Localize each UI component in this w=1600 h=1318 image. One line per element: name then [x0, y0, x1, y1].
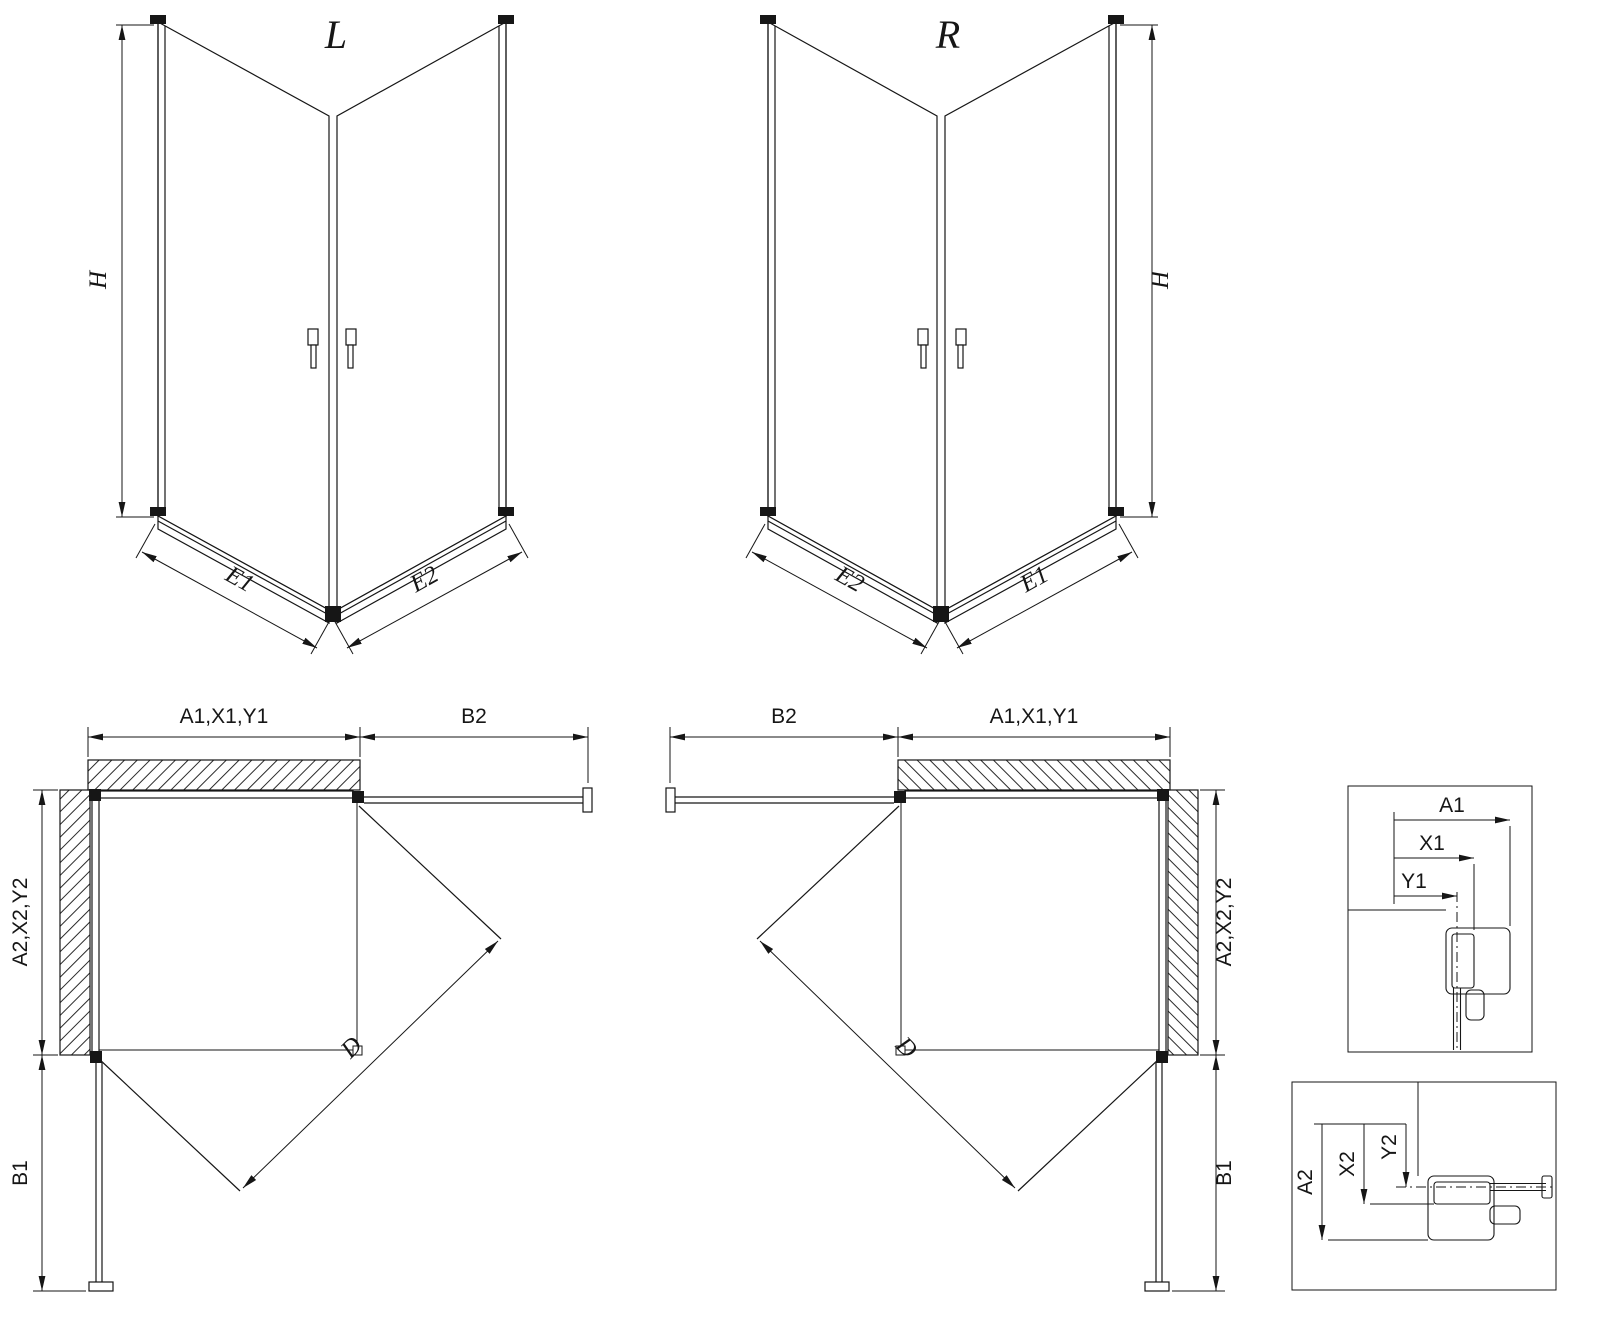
dim-label-a1x1y1-plan-l: A1,X1,Y1: [180, 705, 269, 728]
dim-label-h-right-figure: H: [1147, 269, 1174, 290]
detail-view-top: [1347, 785, 1533, 1053]
dim-label-b1-plan-r: B1: [1213, 1160, 1236, 1186]
dim-label-y1-detail: Y1: [1401, 870, 1427, 893]
dim-label-a1x1y1-plan-r: A1,X1,Y1: [990, 705, 1079, 728]
detail-top-frame: [1347, 785, 1533, 1053]
plan-view-l: [33, 727, 592, 1291]
variant-label-r: R: [935, 12, 960, 57]
plan-view-r: [666, 727, 1225, 1291]
dim-label-a1-detail: A1: [1439, 794, 1465, 817]
wall-profile-section: [1445, 927, 1511, 995]
perspective-view-r: [746, 15, 1158, 654]
dim-label-d-plan-r: D: [890, 1031, 923, 1064]
wall-profile-section: [1427, 1175, 1495, 1241]
dim-label-y2-detail: Y2: [1378, 1134, 1401, 1160]
dim-label-a2-detail: A2: [1294, 1169, 1317, 1195]
detail-view-bottom: [1291, 1081, 1557, 1291]
dim-label-x2-detail: X2: [1336, 1151, 1359, 1177]
dim-label-b2-plan-r: B2: [771, 705, 797, 728]
dim-label-x1-detail: X1: [1419, 832, 1445, 855]
variant-label-l: L: [324, 12, 347, 57]
dim-label-a2x2y2-plan-l: A2,X2,Y2: [9, 878, 32, 967]
dim-label-a2x2y2-plan-r: A2,X2,Y2: [1213, 878, 1236, 967]
dim-label-h-left-figure: H: [85, 269, 112, 290]
dim-label-b1-plan-l: B1: [9, 1160, 32, 1186]
dim-label-b2-plan-l: B2: [461, 705, 487, 728]
perspective-view-l: [116, 15, 528, 654]
dim-label-d-plan-l: D: [335, 1032, 368, 1065]
detail-bottom-frame: [1291, 1081, 1557, 1291]
